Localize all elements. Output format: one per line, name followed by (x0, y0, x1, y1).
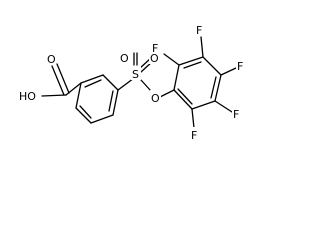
carbonyl-oxygen-label: O (47, 53, 56, 66)
ring2-bond-3 (202, 56, 222, 76)
ring2-inner-bond-1 (183, 61, 202, 69)
ring1-bond-5 (75, 107, 92, 124)
ring1-bond-4 (90, 114, 114, 124)
fluorine-1-label: F (152, 42, 158, 55)
ring2-bond-4 (214, 74, 222, 102)
ring2-bond-6 (173, 89, 193, 110)
sulfonyl-oxygen-left-label: O (120, 52, 129, 65)
fluorine-4-label: F (233, 108, 239, 121)
bond-c-f5 (191, 108, 195, 129)
bond-c-f3 (220, 67, 237, 76)
hydroxyl-label: HO (19, 90, 36, 103)
bond-c-f2 (200, 36, 204, 58)
ring1-bond-6 (75, 82, 82, 109)
bond-o-ring (159, 89, 175, 98)
bond-cooh-ring (65, 82, 82, 96)
ring1-bond-2 (102, 74, 119, 91)
ring2-bond-2 (178, 56, 204, 66)
ring2-bond-1 (173, 64, 180, 91)
ring1-inner-bond-1 (84, 79, 102, 88)
fluorine-5-label: F (191, 129, 197, 142)
ring1-bond-1 (80, 74, 104, 84)
bond-c-o-double-b (56, 63, 70, 94)
sulfur-label: S (132, 68, 139, 81)
ring2-bond-5 (191, 100, 216, 110)
fluorine-2-label: F (196, 24, 202, 37)
bond-c-oh (41, 94, 67, 97)
ring2-inner-bond-2 (210, 76, 217, 99)
bond-s-o-ester (140, 79, 152, 92)
ring1-inner-bond-3 (79, 105, 92, 119)
bond-c-f4 (214, 100, 233, 113)
fluorine-3-label: F (237, 60, 243, 73)
atom-labels: HO O S O O O F F F F F (17, 22, 246, 142)
bond-c-o-double-a (51, 65, 65, 96)
ring1-bond-3 (112, 89, 119, 116)
ring2-inner-bond-3 (177, 88, 193, 105)
sulfonyl-oxygen-right-label: O (150, 52, 159, 65)
bond-c-f1 (163, 53, 180, 66)
ring1-inner-bond-2 (108, 90, 114, 112)
bonds (41, 36, 237, 129)
chemical-structure-diagram: HO O S O O O F F F F F (17, 22, 246, 142)
ester-oxygen-label: O (151, 92, 160, 105)
